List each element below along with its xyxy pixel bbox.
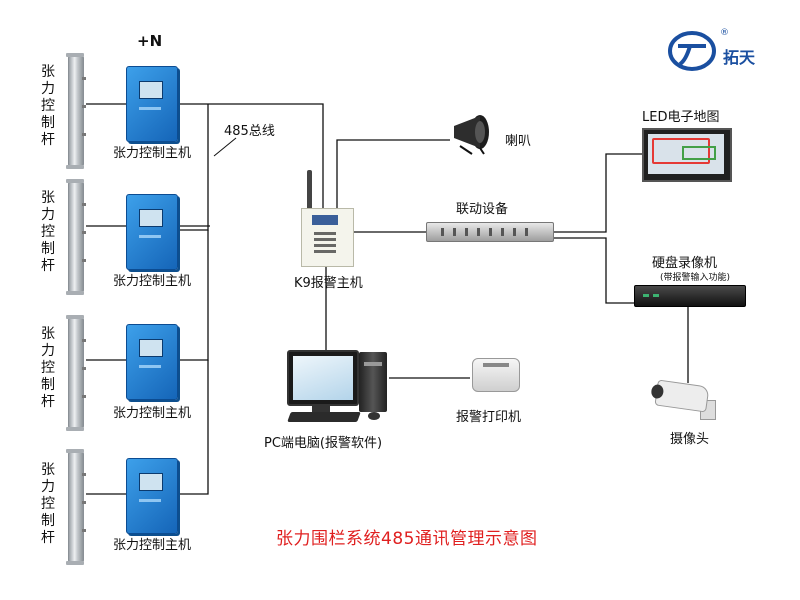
printer-icon xyxy=(472,358,520,392)
k9-alarm-host xyxy=(301,208,354,267)
tension-controller xyxy=(126,324,178,400)
camera-label: 摄像头 xyxy=(670,432,710,447)
tension-pole xyxy=(66,449,86,565)
pole-label: 张力控制杆 xyxy=(41,64,55,148)
pc-label: PC端电脑(报警软件) xyxy=(264,436,383,451)
monitor-icon xyxy=(287,350,359,406)
dvr-label: 硬盘录像机 xyxy=(652,256,718,271)
controller-label: 张力控制主机 xyxy=(113,538,192,553)
tension-controller xyxy=(126,458,178,534)
tension-pole xyxy=(66,179,86,295)
pole-label: 张力控制杆 xyxy=(41,462,55,546)
mouse-icon xyxy=(368,412,380,420)
controller-label: 张力控制主机 xyxy=(113,274,192,289)
registered-mark: ® xyxy=(720,28,729,38)
printer-label: 报警打印机 xyxy=(456,410,522,425)
dvr-device xyxy=(634,285,746,307)
led-map-label: LED电子地图 xyxy=(642,110,720,125)
dvr-sublabel: (带报警输入功能) xyxy=(660,273,731,283)
pole-label: 张力控制杆 xyxy=(41,190,55,274)
monitor-stand xyxy=(312,404,330,412)
pole-label: 张力控制杆 xyxy=(41,326,55,410)
brand-name: 拓天 xyxy=(723,48,756,67)
horn-icon xyxy=(454,115,489,155)
led-map-display xyxy=(642,128,732,182)
linkage-label: 联动设备 xyxy=(456,202,509,217)
keyboard-icon xyxy=(287,412,361,422)
tuotian-logo-icon xyxy=(668,31,716,71)
diagram-title: 张力围栏系统485通讯管理示意图 xyxy=(276,529,538,549)
pc-tower-icon xyxy=(359,352,387,412)
controller-label: 张力控制主机 xyxy=(113,406,192,421)
power-label: +N xyxy=(137,32,163,50)
tension-controller xyxy=(126,66,178,142)
controller-label: 张力控制主机 xyxy=(113,146,192,161)
horn-label: 喇叭 xyxy=(505,134,532,149)
antenna-icon xyxy=(307,170,312,210)
alarm-host-label: K9报警主机 xyxy=(294,276,363,291)
tension-pole xyxy=(66,315,86,431)
bus-label: 485总线 xyxy=(224,124,275,139)
tension-controller xyxy=(126,194,178,270)
tension-pole xyxy=(66,53,86,169)
linkage-device xyxy=(426,222,554,242)
